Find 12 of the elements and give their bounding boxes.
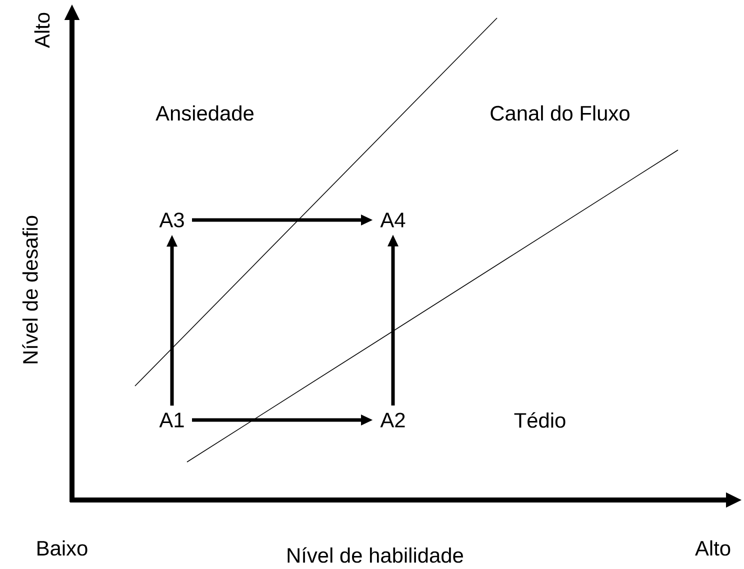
axis-label: Alto bbox=[695, 540, 730, 556]
axis-label: Tédio bbox=[514, 412, 566, 428]
axis-label: Canal do Fluxo bbox=[490, 105, 630, 121]
axis-label: Alto bbox=[34, 12, 50, 48]
axis-label: Baixo bbox=[38, 540, 88, 556]
axis-label: Nível de desafio bbox=[22, 216, 38, 364]
axis-label: Nível de habilidade bbox=[288, 547, 463, 563]
node-label: A1 bbox=[159, 412, 184, 428]
node-label: A3 bbox=[159, 212, 184, 228]
node-label: A4 bbox=[380, 212, 406, 228]
axis-label: Ansiedade bbox=[156, 105, 254, 121]
node-label: A2 bbox=[380, 412, 405, 428]
